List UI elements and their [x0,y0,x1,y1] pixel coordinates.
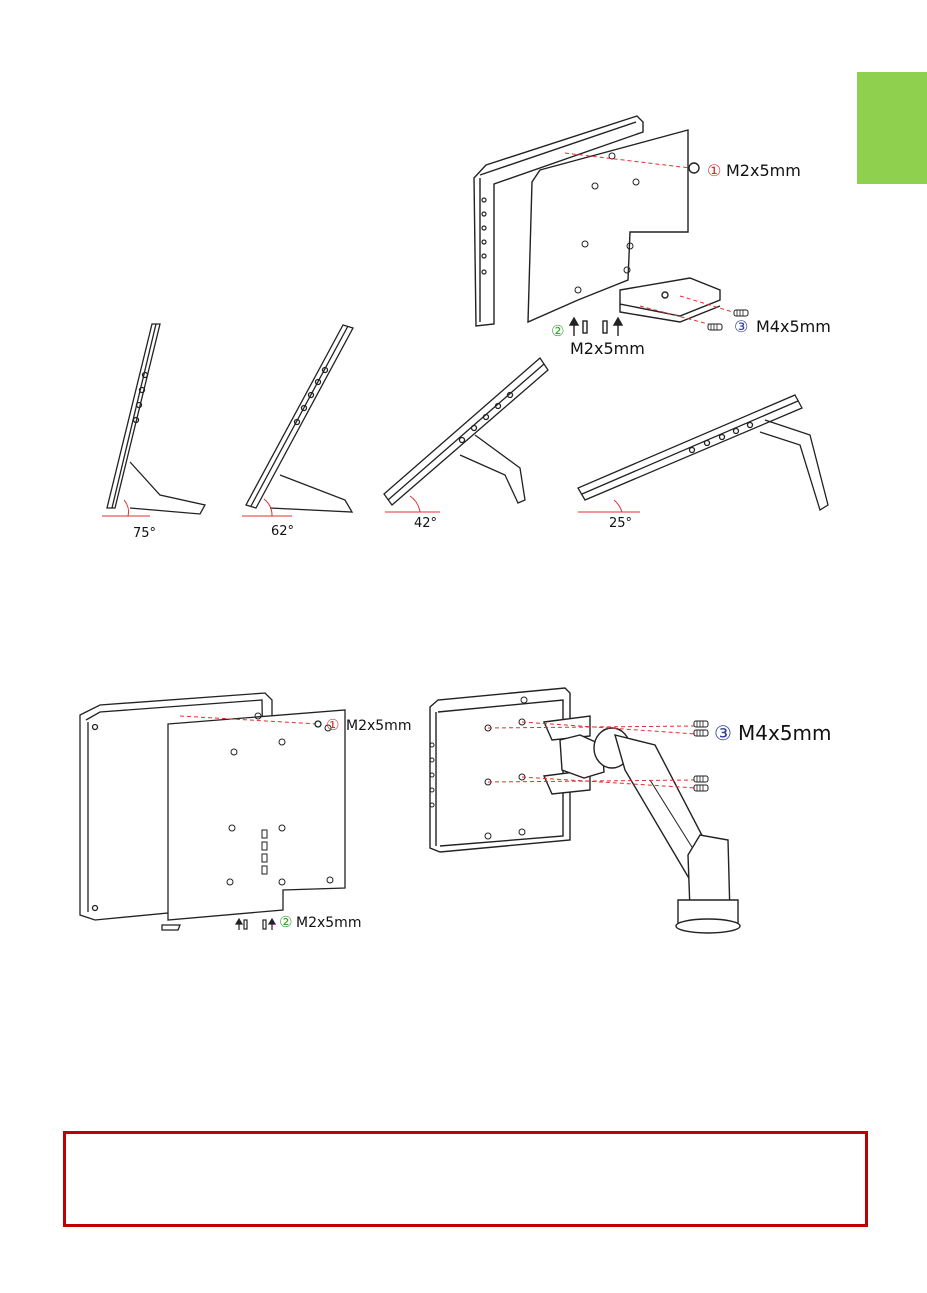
callout-number: ① [707,161,721,180]
section-tab [857,72,927,184]
callout-text: M2x5mm [726,161,801,180]
angle-42-drawing [383,357,549,513]
angle-62-drawing [242,324,354,517]
callout-number: ③ [714,721,732,745]
callout-text: M4x5mm [738,721,832,745]
angle-label-62: 62° [271,524,294,539]
callout-number: ③ [734,317,748,336]
callout-text: M2x5mm [570,339,645,358]
callout-2-bottom-left: ② M2x5mm [279,913,361,931]
callout-text: M2x5mm [296,915,361,931]
warning-box [63,1131,868,1227]
angle-75-drawing [102,323,206,517]
callout-1-top: ① M2x5mm [707,161,801,180]
monitor-body [473,115,644,327]
angle-25-drawing [577,394,829,513]
angle-label-25: 25° [609,516,632,531]
callout-number: ② [551,322,564,340]
callout-3-bottom-right: ③ M4x5mm [714,721,832,745]
vesa-bracket [542,715,591,741]
bottom-left-assembly-drawing [79,692,346,931]
plate-holes [574,152,640,294]
angle-label-42: 42° [414,516,437,531]
callout-1-bottom-left: ① M2x5mm [326,716,411,734]
callout-2-top: ② M2x5mm [551,322,645,358]
angle-label-75: 75° [133,526,156,541]
side-ports [481,197,487,275]
callout-text: M2x5mm [346,718,411,734]
callout-3-top: ③ M4x5mm [734,317,831,336]
stand-foot [619,277,721,317]
callout-number: ② [279,913,292,931]
back-plate [167,709,346,921]
top-assembly-drawing [473,115,737,327]
bottom-right-arm-drawing [429,687,741,934]
callout-text: M4x5mm [756,317,831,336]
back-plate [527,129,689,324]
callout-number: ① [326,716,339,734]
